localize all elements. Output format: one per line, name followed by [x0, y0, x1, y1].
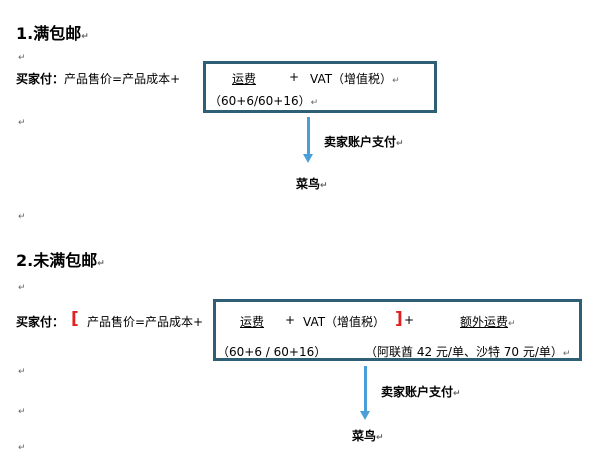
paragraph-mark: ↵ — [396, 139, 404, 149]
price-formula: 产品售价=产品成本+ — [87, 315, 204, 329]
vat-label: VAT（增值税） — [303, 315, 386, 329]
section1-buyer-line: 买家付：产品售价=产品成本+ — [16, 70, 180, 87]
price-formula: 产品售价=产品成本+ — [64, 72, 181, 86]
extra-shipping-note-text: （阿联酋 42 元/单、沙特 70 元/单） — [365, 345, 563, 359]
cainiao-text: 菜鸟 — [296, 177, 321, 191]
paragraph-mark: ↵ — [392, 76, 400, 86]
buyer-label: 买家付： — [16, 315, 65, 329]
plus-sign: + — [289, 70, 300, 84]
vat-label: VAT（增值税）↵ — [310, 70, 400, 87]
bracket-close: ] — [395, 309, 403, 329]
vat-text: VAT（增值税） — [310, 72, 393, 86]
seller-pays-text: 卖家账户支付 — [381, 385, 454, 399]
down-arrow-head — [360, 411, 370, 420]
paragraph-mark: ↵ — [18, 443, 26, 453]
paragraph-mark: ↵ — [18, 118, 26, 128]
paragraph-mark: ↵ — [453, 389, 461, 399]
section2-heading: 2.未满包邮↵ — [16, 247, 105, 271]
section1-heading-text: 1.满包邮 — [16, 24, 82, 43]
cainiao-label: 菜鸟↵ — [296, 175, 328, 192]
paragraph-mark: ↵ — [18, 53, 26, 63]
seller-pays-label: 卖家账户支付↵ — [324, 133, 404, 150]
cainiao-label: 菜鸟↵ — [352, 427, 384, 444]
shipping-fee-label: 运费 — [240, 315, 265, 329]
down-arrow-head — [303, 154, 313, 163]
down-arrow-shaft — [364, 366, 367, 412]
paragraph-mark: ↵ — [310, 98, 319, 108]
extra-shipping-label: 额外运费↵ — [460, 313, 516, 330]
paragraph-mark: ↵ — [320, 181, 328, 191]
section2-heading-text: 2.未满包邮 — [16, 251, 98, 270]
bracket-open: [ — [71, 309, 79, 329]
paragraph-mark: ↵ — [562, 349, 571, 359]
paragraph-mark: ↵ — [18, 283, 26, 293]
extra-shipping-text: 额外运费 — [460, 315, 509, 329]
section1-shipping-box — [203, 61, 437, 113]
paragraph-mark: ↵ — [81, 32, 89, 42]
paragraph-mark: ↵ — [18, 212, 26, 222]
shipping-calc: （60+6/60+16）↵ — [209, 92, 318, 109]
buyer-label: 买家付： — [16, 72, 65, 86]
shipping-calc-text: （60+6/60+16） — [209, 94, 311, 108]
seller-pays-label: 卖家账户支付↵ — [381, 383, 461, 400]
paragraph-mark: ↵ — [97, 259, 105, 269]
down-arrow-shaft — [307, 117, 310, 155]
paragraph-mark: ↵ — [18, 407, 26, 417]
paragraph-mark: ↵ — [18, 367, 26, 377]
section2-shipping-box — [213, 299, 582, 361]
plus-sign: + — [285, 313, 296, 327]
section2-buyer-line: 买家付： — [16, 313, 64, 330]
plus-sign-extra: + — [404, 313, 415, 327]
paragraph-mark: ↵ — [376, 433, 384, 443]
shipping-calc: （60+6 / 60+16） — [217, 345, 327, 359]
shipping-fee-label: 运费 — [232, 72, 257, 86]
seller-pays-text: 卖家账户支付 — [324, 135, 397, 149]
extra-shipping-note: （阿联酋 42 元/单、沙特 70 元/单）↵ — [365, 343, 570, 360]
section1-heading: 1.满包邮↵ — [16, 20, 89, 44]
cainiao-text: 菜鸟 — [352, 429, 377, 443]
paragraph-mark: ↵ — [508, 319, 516, 329]
